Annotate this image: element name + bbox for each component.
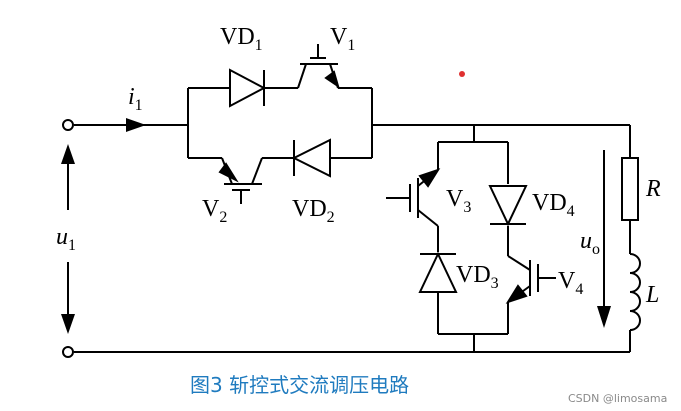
label-u1-sub: 1 xyxy=(68,237,76,254)
label-u1: u1 xyxy=(56,224,76,254)
current-arrow-icon xyxy=(126,118,146,132)
label-vd4: VD4 xyxy=(532,190,575,220)
transistor-v4 xyxy=(505,260,556,304)
label-vd1-main: VD xyxy=(220,24,255,50)
uo-voltage-arrow xyxy=(597,150,611,328)
label-v4: V4 xyxy=(558,268,583,298)
v3-emitter-diag xyxy=(417,209,439,227)
figure-caption: 图3 斩控式交流调压电路 xyxy=(190,373,409,397)
resistor-r xyxy=(621,157,639,221)
inductor-l xyxy=(629,253,641,331)
red-marker-dot xyxy=(459,71,465,77)
label-vd3-sub: 3 xyxy=(491,275,499,292)
label-uo-main: u xyxy=(580,228,592,254)
label-vd2-sub: 2 xyxy=(327,209,335,226)
input-terminal-top xyxy=(62,119,74,131)
transistor-v1 xyxy=(297,44,340,89)
label-uo-sub: o xyxy=(592,241,600,258)
u1-voltage-arrow xyxy=(61,144,75,334)
label-vd4-sub: 4 xyxy=(567,203,575,220)
label-u1-main: u xyxy=(56,224,68,250)
label-vd4-main: VD xyxy=(532,190,567,216)
label-v2-sub: 2 xyxy=(219,209,227,226)
label-v3-sub: 3 xyxy=(463,199,471,216)
label-v3: V3 xyxy=(446,186,471,216)
label-v1: V1 xyxy=(330,24,355,54)
label-v4-sub: 4 xyxy=(575,281,583,298)
v4-collector-diag xyxy=(507,255,531,271)
label-vd3: VD3 xyxy=(456,262,499,292)
diode-vd2 xyxy=(291,138,331,178)
label-v4-main: V xyxy=(558,268,576,294)
label-vd2: VD2 xyxy=(292,196,335,226)
label-vd3-main: VD xyxy=(456,262,491,288)
diode-vd4 xyxy=(488,185,528,227)
label-v1-sub: 1 xyxy=(347,37,355,54)
input-terminal-bottom xyxy=(62,346,74,358)
label-v2: V2 xyxy=(202,196,227,226)
transistor-v3 xyxy=(386,168,441,218)
label-vd1-sub: 1 xyxy=(255,37,263,54)
transistor-v2 xyxy=(218,157,263,204)
label-i1: i1 xyxy=(128,84,143,114)
diode-vd1 xyxy=(229,68,267,108)
label-uo: uo xyxy=(580,228,600,258)
wires xyxy=(74,87,631,353)
label-r: R xyxy=(645,176,661,202)
label-i1-main: i xyxy=(128,84,135,110)
label-vd1: VD1 xyxy=(220,24,263,54)
label-i1-sub: 1 xyxy=(135,97,143,114)
watermark: CSDN @limosama xyxy=(568,392,667,405)
label-v3-main: V xyxy=(446,186,464,212)
label-vd2-main: VD xyxy=(292,196,327,222)
label-l: L xyxy=(645,282,659,308)
label-v2-main: V xyxy=(202,196,220,222)
label-v1-main: V xyxy=(330,24,348,50)
diode-vd3 xyxy=(418,251,458,293)
